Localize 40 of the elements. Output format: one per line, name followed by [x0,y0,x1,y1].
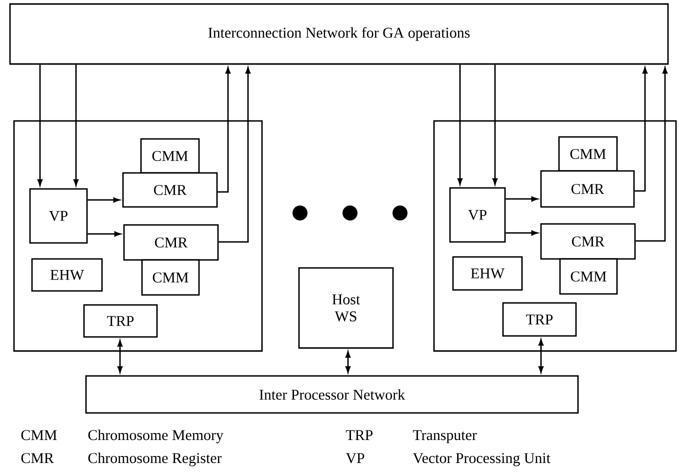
arrow [492,64,498,185]
memory-box: CMM [140,138,200,174]
register-box: CMR [122,172,218,208]
process-box: TRP [83,304,158,338]
arrow [88,197,120,203]
arrow [218,67,251,243]
abbreviation: CMR [21,453,54,464]
arrow [636,67,668,242]
arrow [634,67,648,192]
network-box: Interconnection Network for GA operations [9,3,669,65]
register-box: CMR [123,224,219,261]
process-box: EHW [31,258,103,292]
arrow [457,64,463,185]
process-box: EHW [452,256,523,291]
arrow [506,230,538,236]
abbreviation: CMM [21,430,57,440]
arrow [506,196,538,202]
legend-text: Vector Processing Unit [412,453,550,466]
abbreviation: VP [346,453,364,464]
register-box: CMR [540,223,636,260]
arrow [117,340,123,373]
arrow [73,64,79,186]
arrow [37,64,43,186]
process-box: VP [449,187,506,243]
arrow [538,339,544,373]
arrow [345,351,351,373]
legend-text: Chromosome Memory [88,430,224,444]
abbreviation: TRP [346,430,372,440]
legend-text: Transputer [412,430,477,444]
arrow [218,67,231,193]
register-box: CMR [540,170,635,208]
process-box: TRP [502,302,577,337]
host-box: Host WS [298,267,394,349]
arrow [88,231,121,237]
network-box: Inter Processor Network [85,375,579,414]
memory-box: CMM [558,136,618,172]
legend-text: Chromosome Register [88,452,222,466]
memory-box: CMM [559,258,618,295]
memory-box: CMM [141,259,200,296]
process-box: VP [29,188,88,244]
